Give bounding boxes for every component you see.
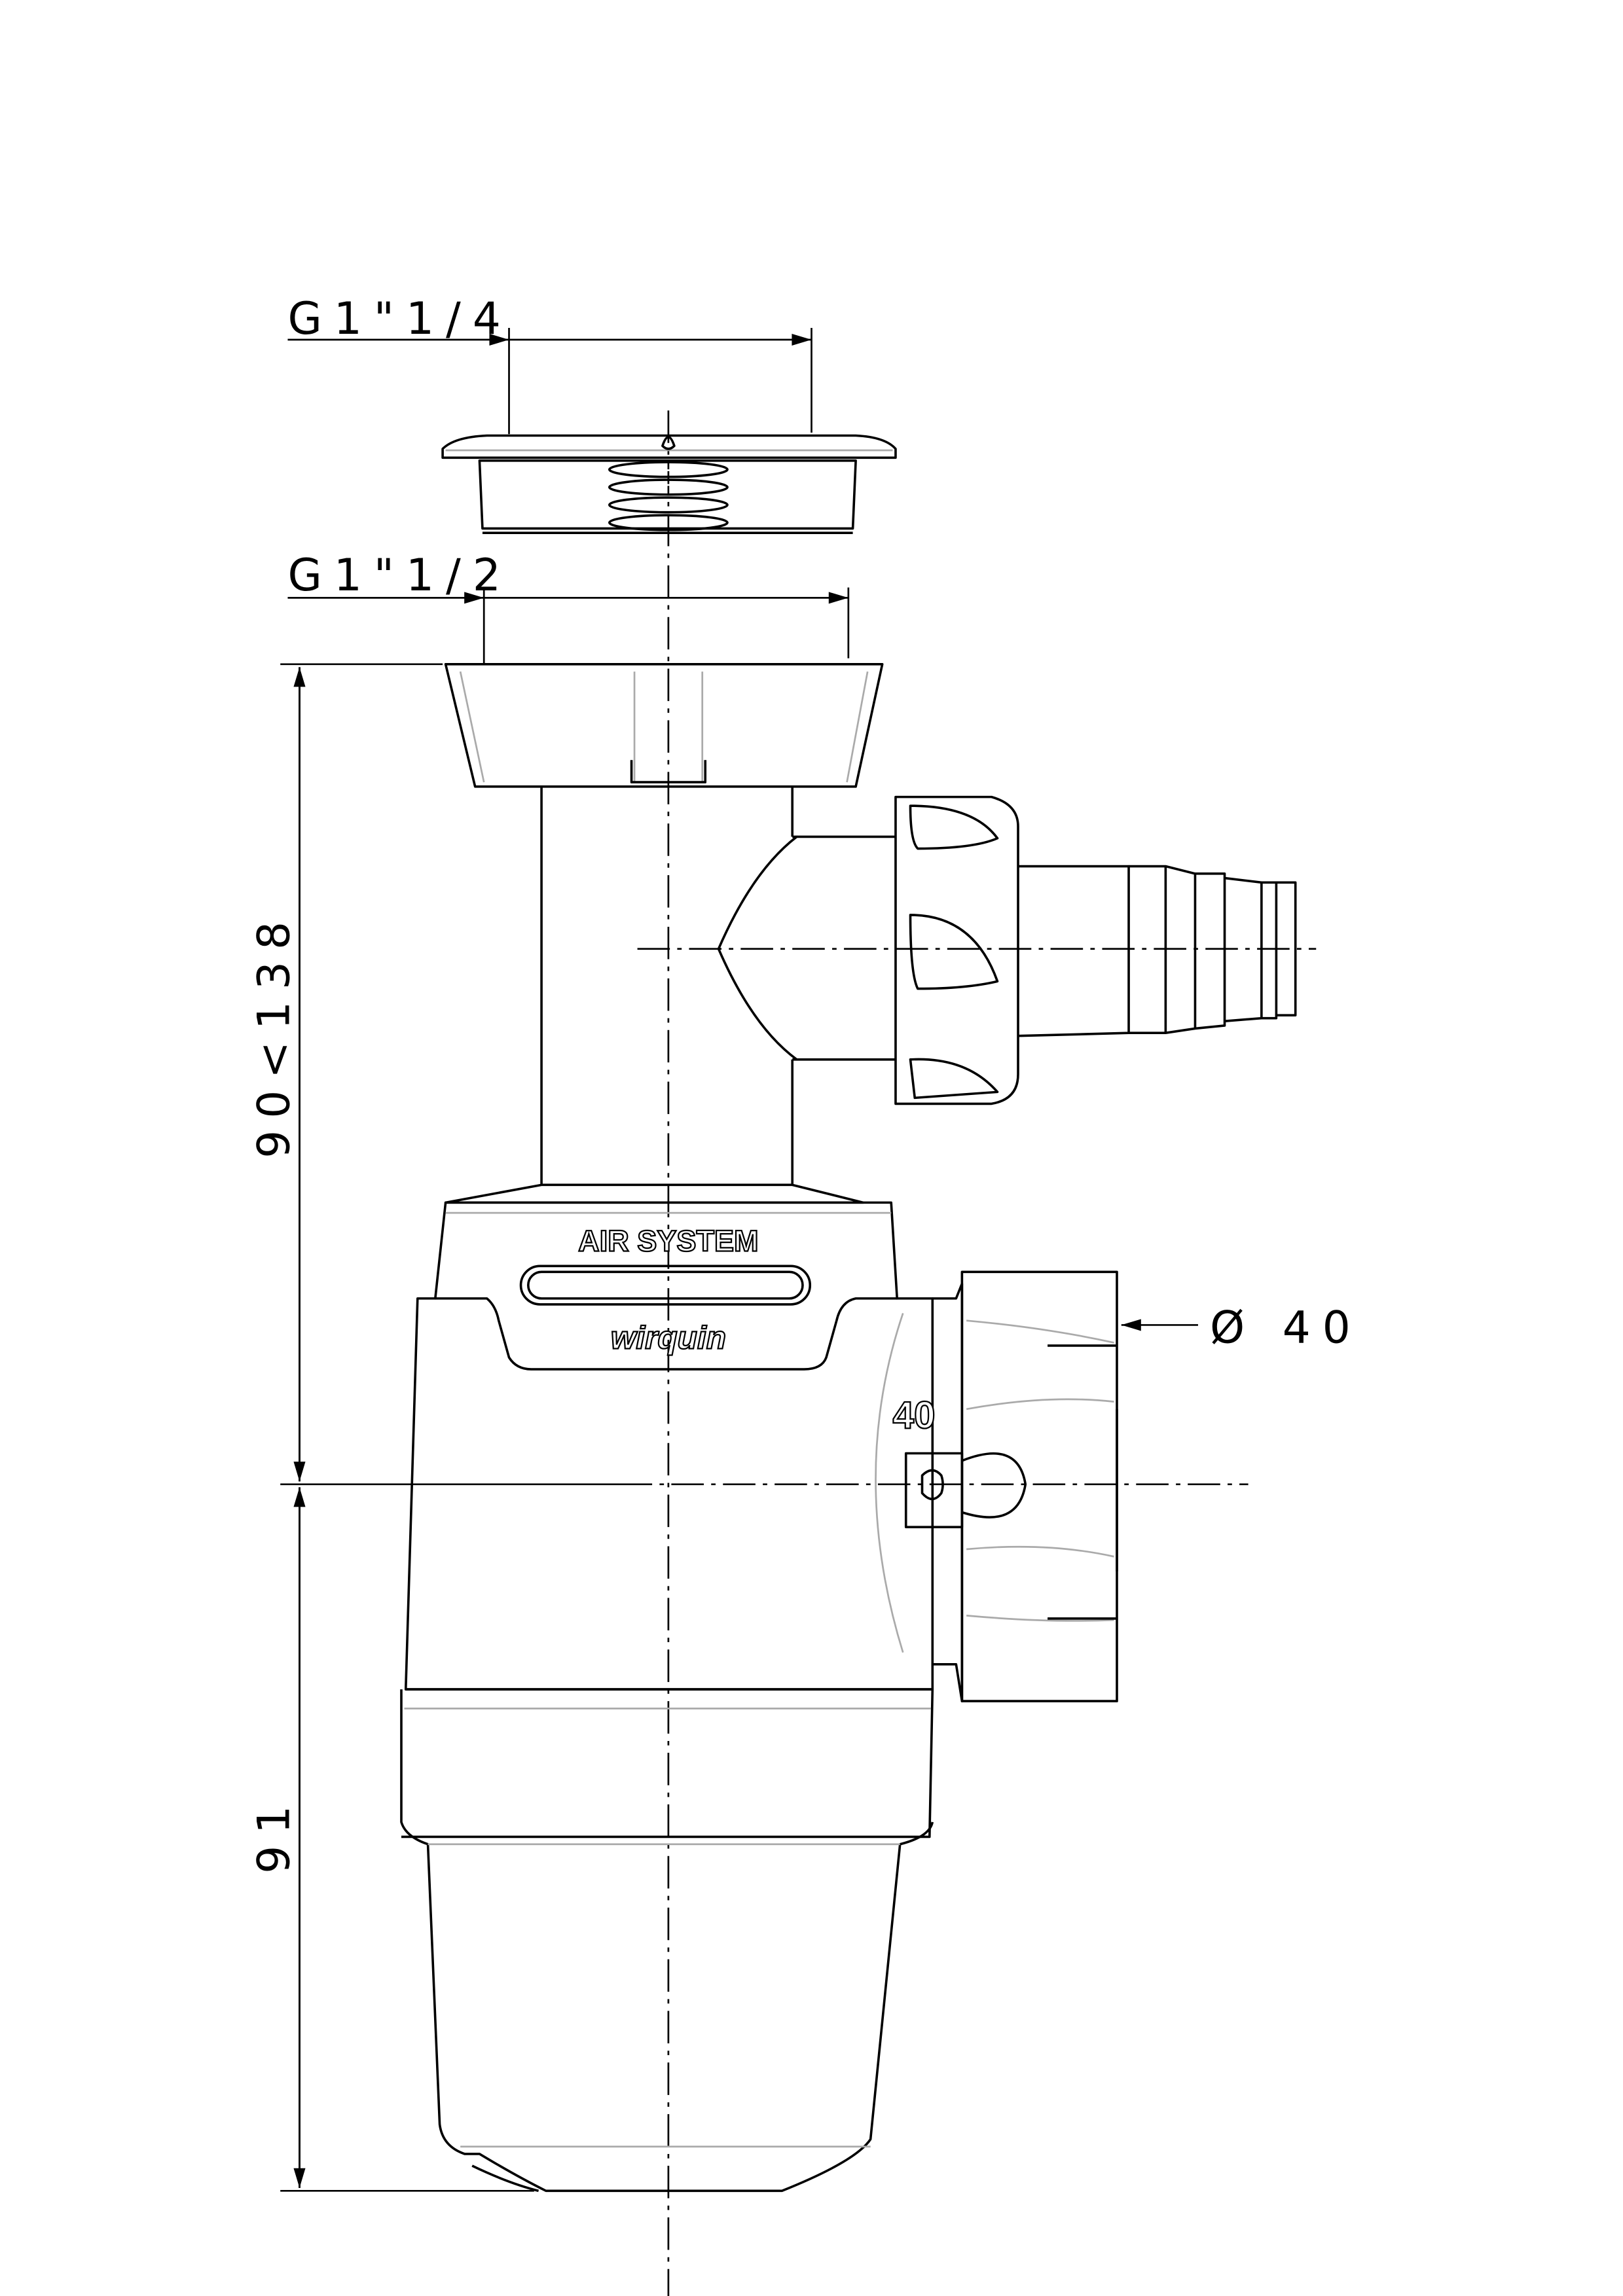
nut-thread-label: G1"1/2	[287, 549, 512, 601]
brand-logo: wirquin	[611, 1319, 726, 1355]
outlet-diameter-label: Ø 40	[1210, 1301, 1362, 1353]
top-thread-label: G1"1/4	[287, 293, 512, 344]
height-dimension: 90<138 91	[248, 663, 620, 2192]
upper-nut	[444, 663, 884, 788]
side-branch-connector	[894, 795, 1297, 1105]
dip-tube	[540, 786, 896, 1185]
nut-thread-dimension: G1"1/2	[287, 549, 850, 664]
outlet-connector: 40	[892, 1270, 1118, 1702]
trap-body: AIR SYSTEM wirquin	[400, 1183, 934, 2193]
strainer-flange	[441, 434, 897, 535]
air-system-marking: AIR SYSTEM	[578, 1225, 758, 1258]
height-range-label: 90<138	[248, 910, 300, 1158]
bottom-height-label: 91	[248, 1794, 300, 1874]
outlet-size-marking: 40	[892, 1394, 935, 1437]
outlet-diameter-dimension: Ø 40	[1121, 1301, 1362, 1353]
top-thread-dimension: G1"1/4	[287, 293, 812, 435]
